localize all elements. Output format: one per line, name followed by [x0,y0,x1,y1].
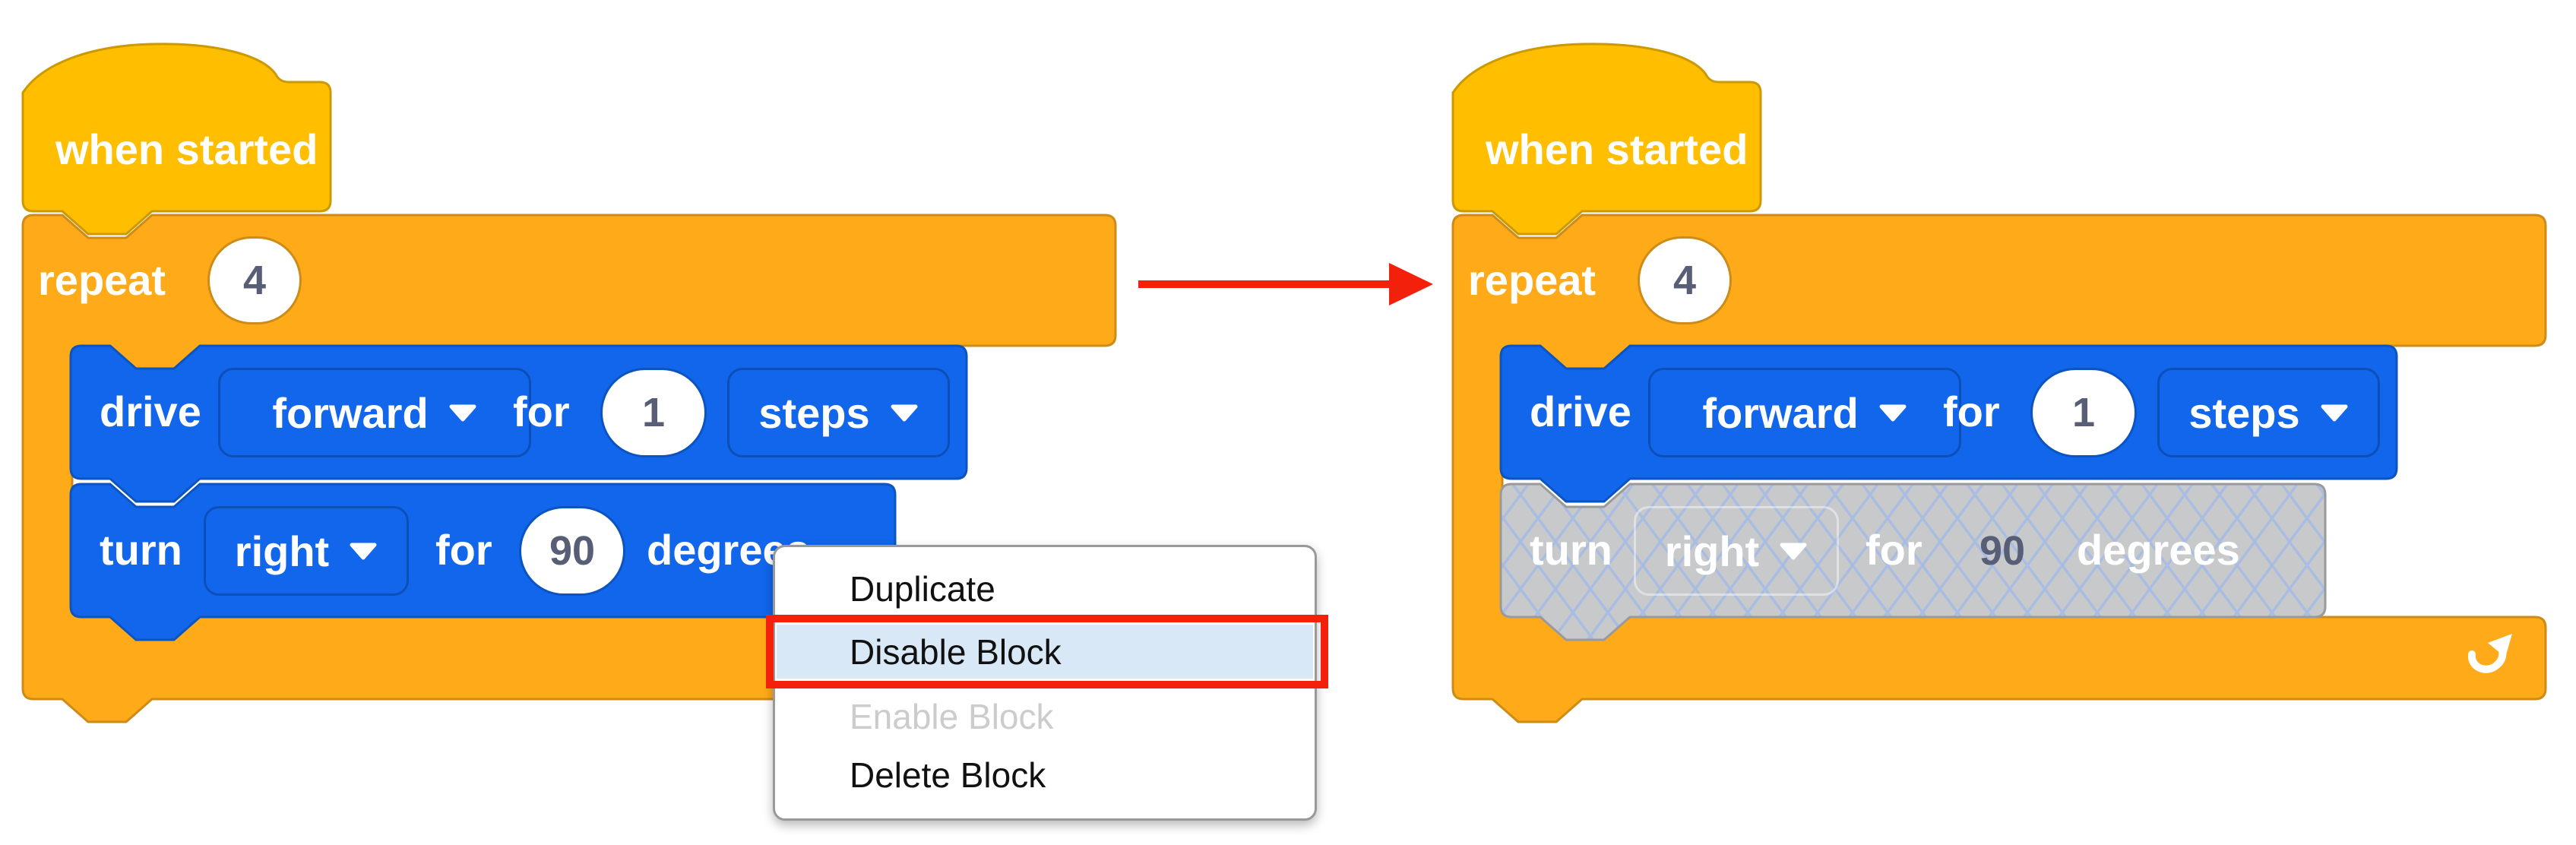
menu-item-highlight [777,625,1313,679]
when-started-hat-block-left[interactable] [21,43,332,236]
turn-angle-input-left[interactable]: 90 [519,506,625,596]
transition-arrow-head-icon [1389,263,1433,305]
turn-verb-label-left: turn [100,526,182,574]
hat-label-right: when started [1486,125,1748,173]
drive-unit-value-left: steps [758,388,870,437]
drive-unit-value-right: steps [2188,388,2300,437]
menu-item-duplicate[interactable]: Duplicate [850,569,995,609]
drive-unit-dropdown-right[interactable]: steps [2157,368,2380,457]
repeat-label-left: repeat [38,256,166,304]
turn-direction-dropdown-left[interactable]: right [204,506,409,596]
turn-direction-dropdown-right-disabled[interactable]: right [1634,506,1839,596]
turn-block-right-disabled[interactable] [1499,483,2327,641]
repeat-count-input-left[interactable]: 4 [207,236,302,324]
dropdown-arrow-icon [2321,404,2348,422]
dropdown-arrow-icon [350,543,377,560]
red-highlight-rectangle [766,615,1328,688]
repeat-count-input-right[interactable]: 4 [1638,236,1732,324]
drive-for-label-left: for [513,388,570,435]
drive-direction-dropdown-right[interactable]: forward [1648,368,1961,457]
drive-unit-dropdown-left[interactable]: steps [727,368,950,457]
menu-item-delete-block[interactable]: Delete Block [850,755,1046,795]
drive-verb-label-left: drive [100,388,201,435]
transition-arrow-line [1138,280,1394,288]
dropdown-arrow-icon [1780,543,1807,560]
turn-unit-label-right-disabled: degrees [2077,526,2240,574]
drive-for-label-right: for [1943,388,2000,435]
drive-verb-label-right: drive [1530,388,1631,435]
turn-for-label-left: for [435,526,492,574]
drive-direction-value-right: forward [1702,388,1859,437]
turn-for-label-right-disabled: for [1866,526,1923,574]
hat-label-left: when started [55,125,318,173]
drive-distance-input-left[interactable]: 1 [600,368,707,457]
drive-distance-input-right[interactable]: 1 [2030,368,2137,457]
turn-angle-input-right-disabled[interactable]: 90 [1979,528,2026,574]
dropdown-arrow-icon [891,404,918,422]
turn-direction-value-right: right [1664,527,1760,575]
drive-block-right[interactable] [1499,344,2398,503]
drive-direction-value-left: forward [272,388,429,437]
drive-block-left[interactable] [69,344,968,503]
menu-item-disable-block[interactable]: Disable Block [850,632,1062,672]
repeat-loop-icon-right [2464,631,2516,677]
dropdown-arrow-icon [449,404,476,422]
when-started-hat-block-right[interactable] [1451,43,1762,236]
turn-verb-label-right-disabled: turn [1530,526,1612,574]
repeat-label-right: repeat [1468,256,1597,304]
dropdown-arrow-icon [1879,404,1907,422]
drive-direction-dropdown-left[interactable]: forward [218,368,531,457]
turn-direction-value-left: right [234,527,330,575]
menu-item-enable-block: Enable Block [850,697,1054,736]
